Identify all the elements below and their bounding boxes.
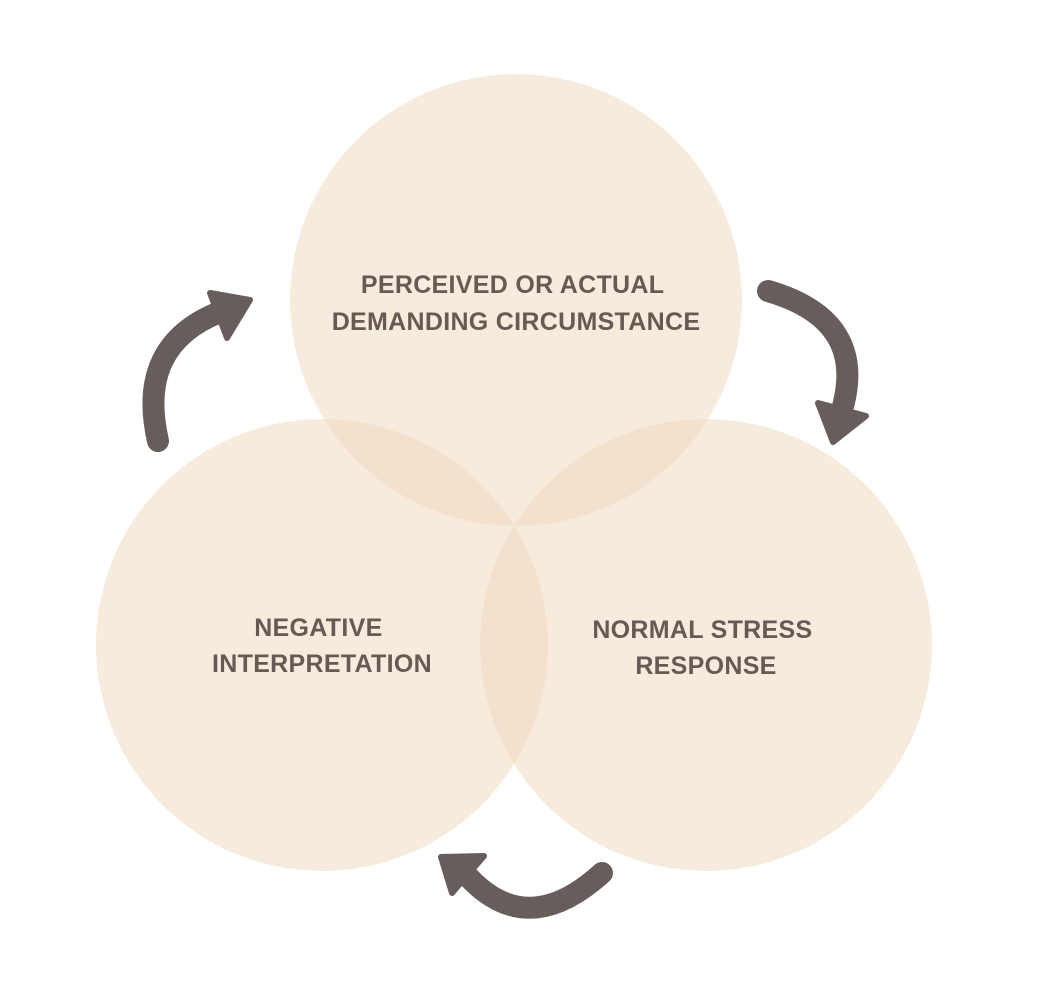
node-label-demanding-circumstance: PERCEIVED OR ACTUAL DEMANDING CIRCUMSTAN… (332, 271, 701, 336)
arrow-demanding-to-stress-response (757, 280, 869, 445)
arrow-shaft (453, 861, 613, 919)
node-label-negative-interpretation: NEGATIVE INTERPRETATION (212, 614, 432, 678)
arrow-head (207, 290, 253, 341)
arrow-head (438, 853, 487, 896)
arrow-negative-interpretation-to-demanding (142, 290, 253, 452)
arrow-stress-response-to-negative-interpretation (438, 853, 613, 919)
arrow-shaft (142, 301, 231, 452)
node-label-line: RESPONSE (635, 652, 776, 680)
arrow-head (815, 400, 869, 445)
node-label-line: DEMANDING CIRCUMSTANCE (332, 308, 701, 336)
node-label-line: NORMAL STRESS (592, 616, 812, 644)
node-label-line: NEGATIVE (254, 614, 382, 642)
circle-normal-stress-response (480, 419, 932, 871)
node-label-line: PERCEIVED OR ACTUAL (361, 271, 664, 299)
node-label-line: INTERPRETATION (212, 650, 432, 678)
circle-demanding-circumstance (290, 74, 742, 526)
circle-negative-interpretation (96, 419, 548, 871)
arrow-shaft (757, 280, 859, 421)
node-label-normal-stress-response: NORMAL STRESS RESPONSE (592, 616, 819, 680)
